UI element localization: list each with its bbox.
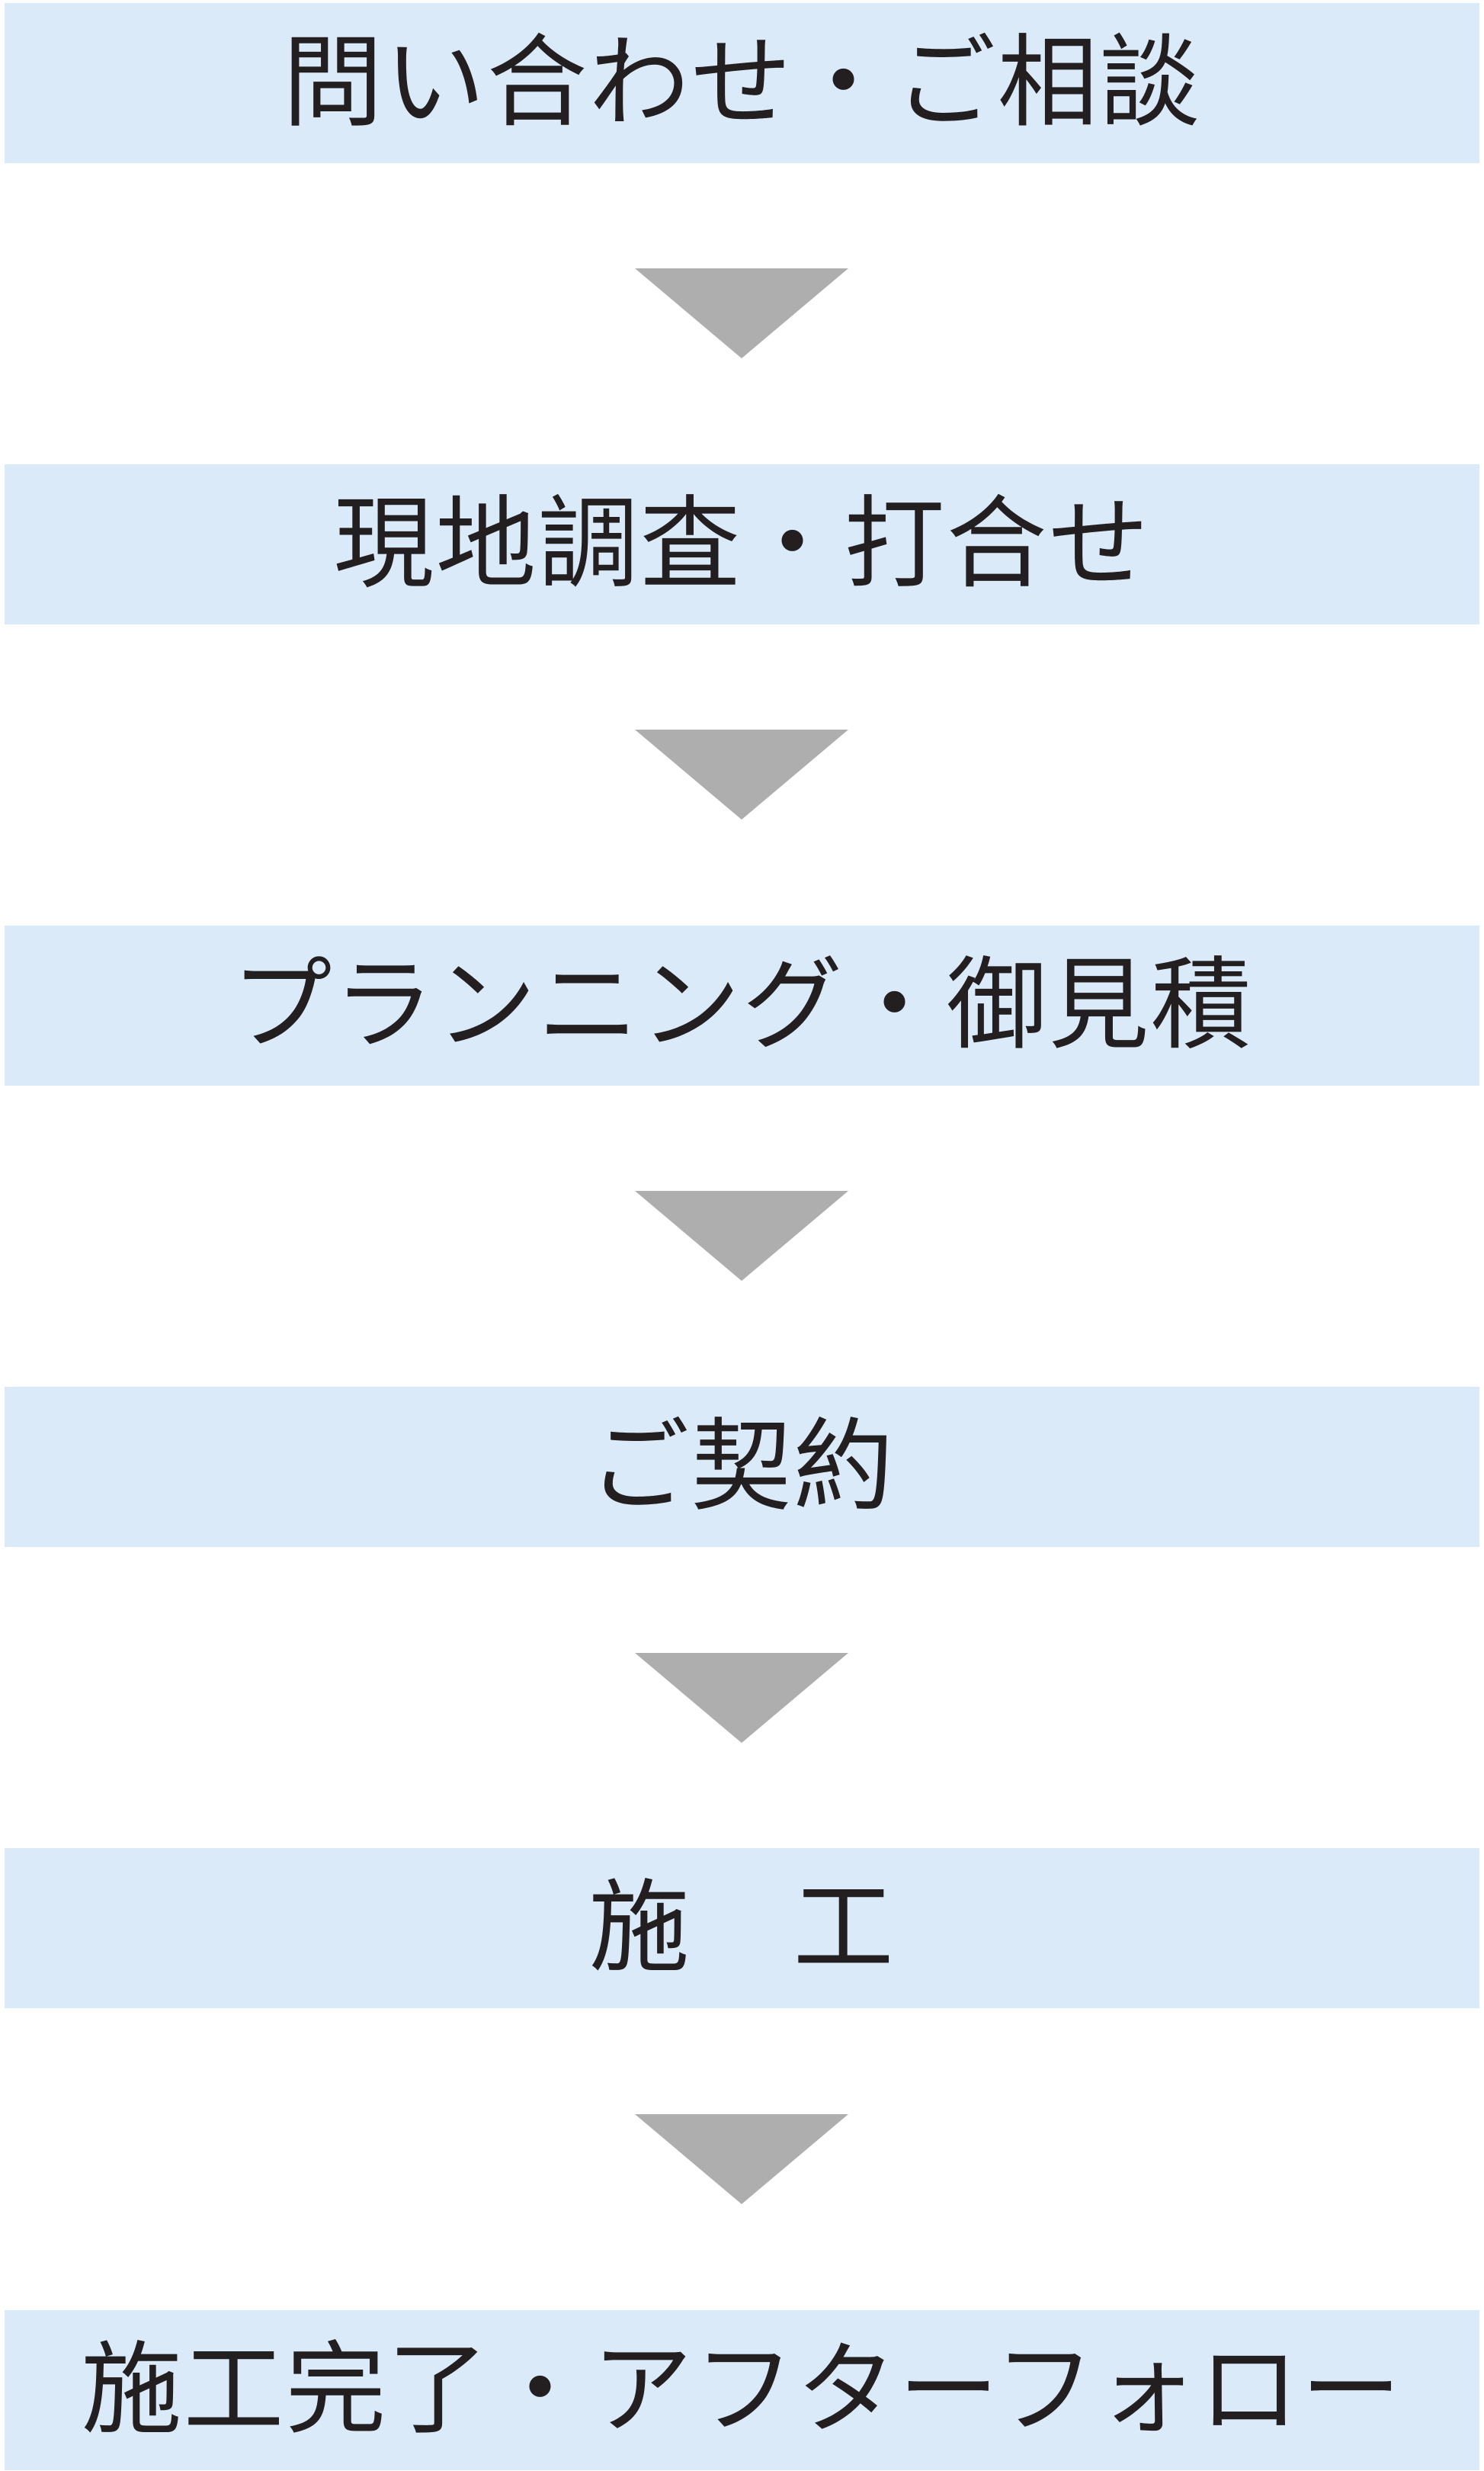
flow-step-completion-aftercare: 施工完了・アフターフォロー: [5, 2310, 1479, 2470]
flow-step-planning-estimate: プランニング・御見積: [5, 926, 1479, 1086]
flow-step-site-survey: 現地調査・打合せ: [5, 464, 1479, 624]
down-arrow-icon: [635, 1191, 848, 1281]
down-arrow-icon-shape: [635, 2114, 848, 2204]
flow-step-label: 施工完了・アフターフォロー: [81, 2331, 1403, 2449]
flow-step-label: 現地調査・打合せ: [333, 486, 1151, 603]
flow-step-inquiry: 問い合わせ・ご相談: [5, 3, 1479, 163]
down-arrow-icon-shape: [635, 1653, 848, 1743]
down-arrow-icon: [635, 2114, 848, 2204]
flow-step-contract: ご契約: [5, 1387, 1479, 1547]
down-arrow-icon-shape: [635, 1191, 848, 1281]
flow-step-label: ご契約: [588, 1408, 896, 1526]
down-arrow-icon: [635, 1653, 848, 1743]
down-arrow-icon-shape: [635, 268, 848, 358]
down-arrow-icon-shape: [635, 730, 848, 820]
down-arrow-icon: [635, 730, 848, 820]
flow-step-label: 問い合わせ・ご相談: [282, 24, 1202, 142]
flow-step-label: 施 工: [588, 1869, 896, 1987]
down-arrow-icon: [635, 268, 848, 358]
flow-step-label: プランニング・御見積: [231, 947, 1253, 1064]
flow-step-construction: 施 工: [5, 1848, 1479, 2008]
